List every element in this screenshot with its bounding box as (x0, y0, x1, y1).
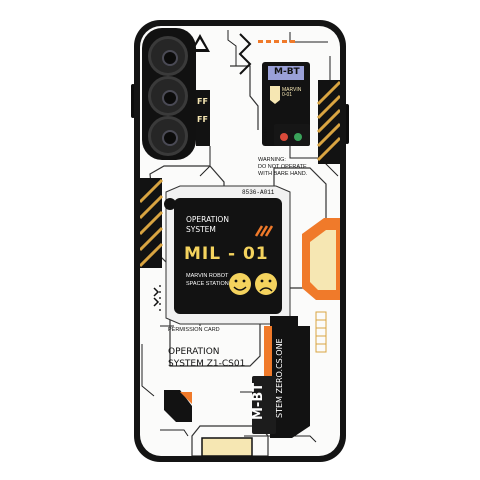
camera-lens-1 (148, 36, 188, 76)
warning-line-3: WITH BARE HAND. (258, 171, 308, 177)
screen-label-1: OPERATION (186, 215, 229, 224)
operation-line-1: OPERATION (168, 347, 220, 357)
camera-module (142, 28, 196, 160)
permission-card-label: PERMISSION CARD (168, 327, 220, 333)
power-button (345, 104, 349, 144)
circuit-artwork (140, 30, 340, 456)
screen-label-2: SYSTEM (186, 225, 216, 234)
vertical-text: STEM ZERO.CS.ONE (275, 338, 284, 418)
lens-tag-2: FF (197, 115, 208, 124)
top-badge: M-BT (274, 67, 300, 77)
case-back-print: FF FF M-BT MARVIN 0-01 POWER WARNING: DO… (140, 26, 340, 456)
screen-title: MIL - 01 (184, 244, 269, 264)
volume-button (131, 84, 135, 118)
camera-lens-2 (148, 76, 188, 116)
part-code: 8536-A011 (242, 189, 275, 196)
bottom-badge: M-BT (251, 382, 266, 420)
screen-sub-1: MARVIN ROBOT (186, 273, 229, 279)
top-module-code: MARVIN 0-01 (282, 87, 302, 98)
screen-sub-2: SPACE STATION (186, 281, 229, 287)
flash-strip (196, 90, 210, 146)
operation-line-2: SYSTEM Z1-CS01 (168, 359, 246, 369)
warning-line-2: DO NOT OPERATE (258, 164, 307, 170)
lens-tag-1: FF (197, 97, 208, 106)
power-label: POWER (263, 126, 268, 144)
camera-lens-3 (148, 116, 188, 156)
warning-line-1: WARNING: (258, 157, 286, 163)
